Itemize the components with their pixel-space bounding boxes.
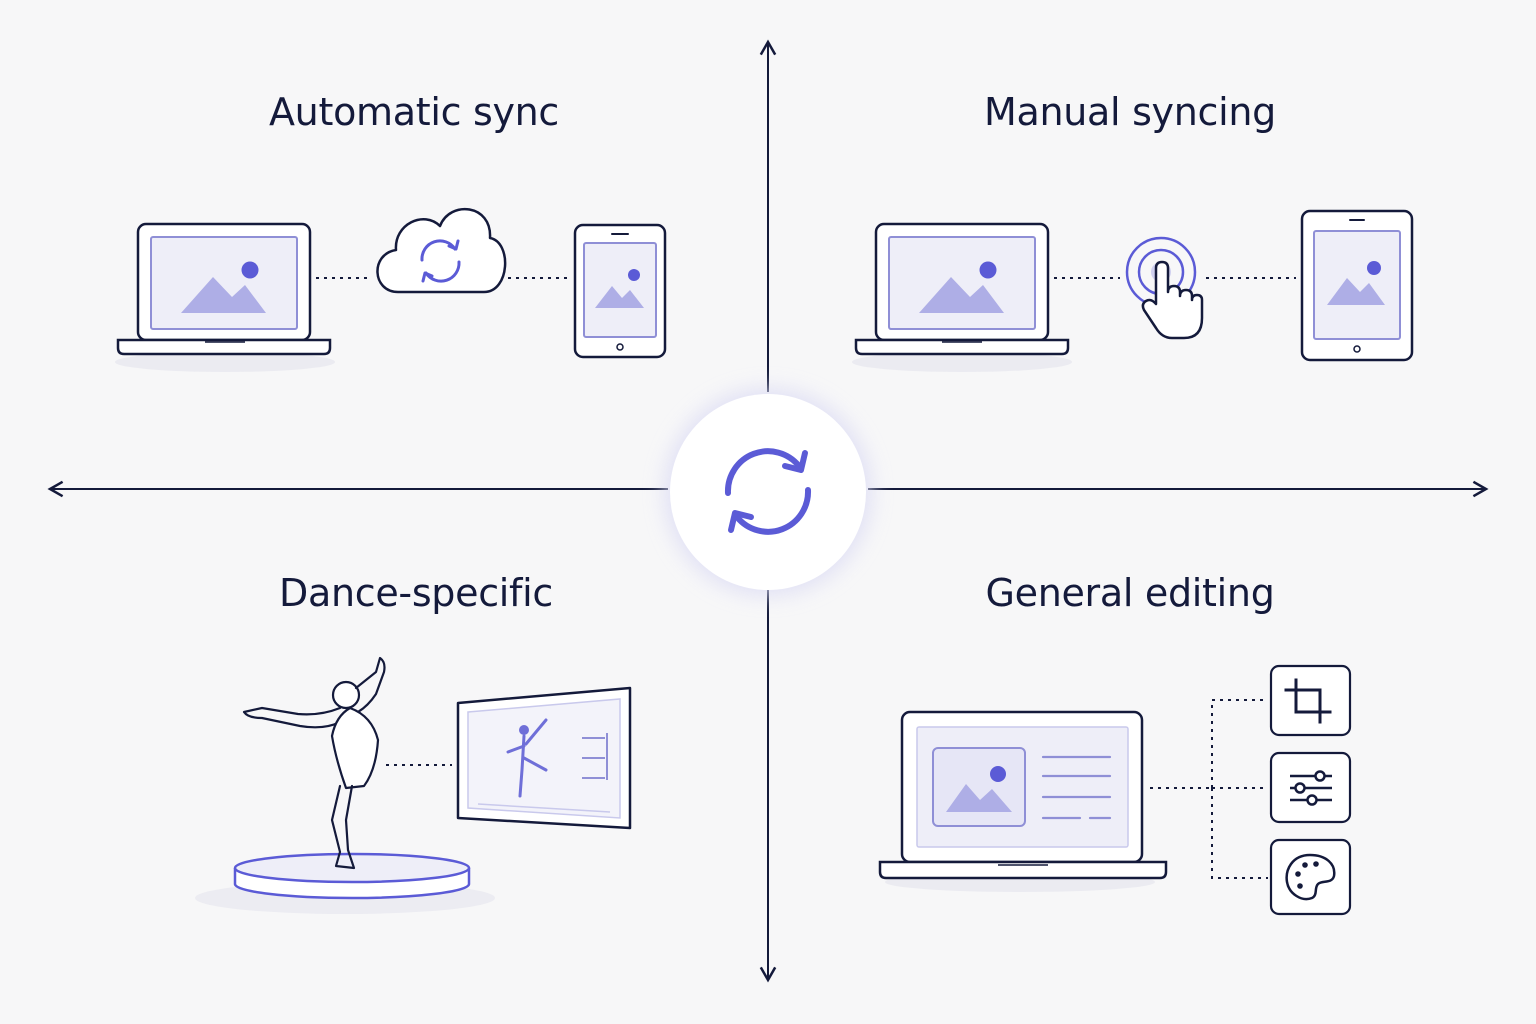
sync-icon — [724, 448, 812, 535]
quadrant-label-automatic-sync: Automatic sync — [268, 90, 560, 134]
adjust-tool-button[interactable] — [1269, 751, 1352, 824]
laptop-icon — [878, 710, 1168, 880]
quadrant-label-dance-specific: Dance-specific — [279, 571, 553, 615]
sliders-icon — [1290, 770, 1332, 806]
video-screen-icon — [456, 686, 632, 830]
dancer-figure — [242, 656, 386, 870]
manual-sync-group — [852, 209, 1414, 372]
crop-icon — [1284, 678, 1332, 724]
color-tool-button[interactable] — [1269, 838, 1352, 916]
crop-tool-button[interactable] — [1269, 664, 1352, 737]
palette-icon — [1285, 853, 1336, 901]
general-editing-group — [878, 664, 1352, 916]
quadrant-label-manual-syncing: Manual syncing — [984, 90, 1276, 134]
quadrant-label-general-editing: General editing — [985, 571, 1275, 615]
dance-specific-group — [195, 656, 632, 914]
laptop-icon — [854, 222, 1070, 356]
auto-sync-group — [115, 207, 667, 372]
tablet-icon — [1300, 209, 1414, 362]
tap-hand-icon — [1125, 236, 1204, 340]
laptop-icon — [116, 222, 332, 356]
phone-icon — [573, 223, 667, 359]
dancer-thumbnail — [506, 718, 548, 798]
tool-connectors — [1150, 699, 1268, 879]
cloud-sync-icon — [376, 207, 507, 294]
center-sync-badge — [664, 388, 872, 596]
